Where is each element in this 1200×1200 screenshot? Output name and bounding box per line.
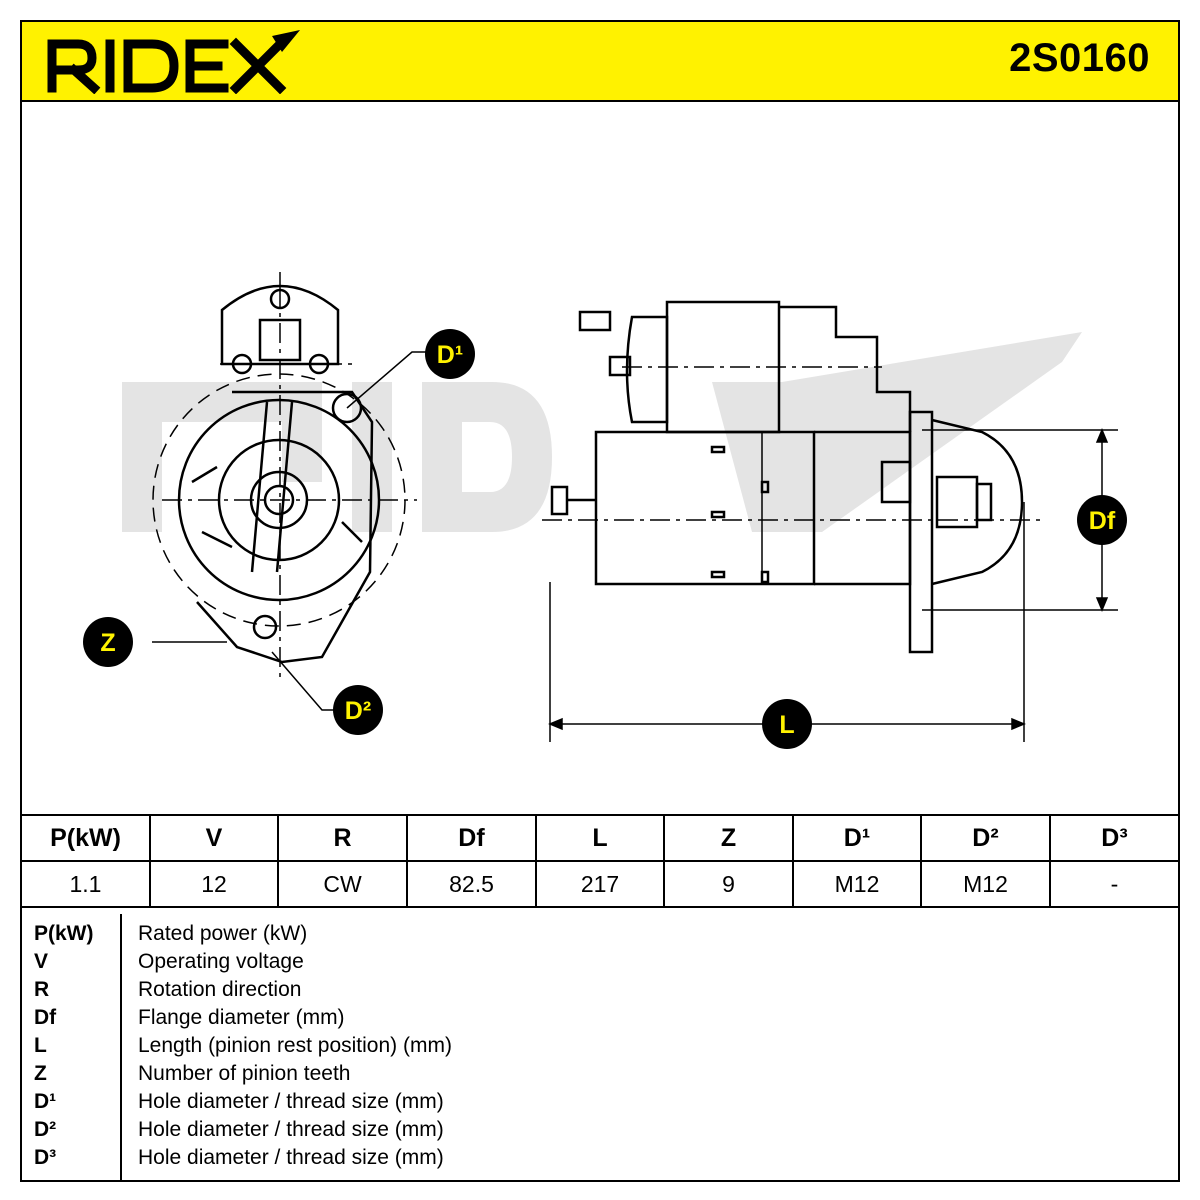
legend-row: P(kW) Rated power (kW): [22, 922, 1178, 950]
spec-header-row: P(kW) V R Df L Z D¹ D² D³: [22, 814, 1178, 862]
spec-header: Df: [406, 814, 537, 862]
legend-desc: Rated power (kW): [138, 922, 308, 945]
spec-value: M12: [920, 860, 1051, 908]
legend-row: Z Number of pinion teeth: [22, 1062, 1178, 1090]
spec-value-row: 1.1 12 CW 82.5 217 9 M12 M12 -: [22, 860, 1178, 908]
legend-key: D³: [34, 1146, 57, 1169]
spec-header: Z: [663, 814, 794, 862]
svg-text:Df: Df: [1089, 507, 1116, 535]
front-view: [152, 272, 417, 682]
legend-key: D¹: [34, 1090, 57, 1113]
legend-key: P(kW): [34, 922, 94, 945]
technical-drawing: D¹ Z D² Df L: [83, 272, 1127, 749]
legend-desc: Hole diameter / thread size (mm): [138, 1146, 444, 1169]
spec-value: 12: [149, 860, 279, 908]
legend-key: V: [34, 950, 49, 973]
legend-row: V Operating voltage: [22, 950, 1178, 978]
legend-desc: Rotation direction: [138, 978, 302, 1001]
spec-value: -: [1049, 860, 1178, 908]
legend-key: L: [34, 1034, 47, 1057]
spec-value: 82.5: [406, 860, 537, 908]
legend-desc: Number of pinion teeth: [138, 1062, 351, 1085]
legend-divider: [120, 914, 122, 1182]
svg-text:D²: D²: [345, 697, 371, 725]
side-view: [542, 300, 1042, 654]
callout-l: L: [762, 699, 812, 749]
callout-df: Df: [1077, 495, 1127, 545]
legend-row: Df Flange diameter (mm): [22, 1006, 1178, 1034]
spec-header: D³: [1049, 814, 1178, 862]
spec-value: 1.1: [22, 860, 151, 908]
legend-desc: Operating voltage: [138, 950, 304, 973]
legend: P(kW) Rated power (kW) V Operating volta…: [22, 914, 1178, 1182]
spec-value: 9: [663, 860, 794, 908]
legend-row: D³ Hole diameter / thread size (mm): [22, 1146, 1178, 1174]
legend-row: R Rotation direction: [22, 978, 1178, 1006]
spec-value: M12: [792, 860, 922, 908]
legend-desc: Hole diameter / thread size (mm): [138, 1118, 444, 1141]
legend-key: Z: [34, 1062, 47, 1085]
datasheet: 2S0160: [20, 20, 1180, 1182]
legend-row: D² Hole diameter / thread size (mm): [22, 1118, 1178, 1146]
spec-table: P(kW) V R Df L Z D¹ D² D³ 1.1 12 CW 82.5…: [22, 814, 1178, 908]
legend-desc: Length (pinion rest position) (mm): [138, 1034, 452, 1057]
legend-key: R: [34, 978, 50, 1001]
part-number: 2S0160: [1009, 36, 1150, 80]
legend-row: L Length (pinion rest position) (mm): [22, 1034, 1178, 1062]
spec-header: R: [277, 814, 408, 862]
spec-header: V: [149, 814, 279, 862]
spec-value: CW: [277, 860, 408, 908]
svg-text:L: L: [779, 711, 794, 739]
legend-key: D²: [34, 1118, 57, 1141]
legend-row: D¹ Hole diameter / thread size (mm): [22, 1090, 1178, 1118]
spec-header: L: [535, 814, 665, 862]
legend-key: Df: [34, 1006, 57, 1029]
header-bar: 2S0160: [22, 22, 1178, 102]
callout-d2: D²: [333, 685, 383, 735]
spec-value: 217: [535, 860, 665, 908]
svg-text:Z: Z: [100, 629, 115, 657]
spec-header: D¹: [792, 814, 922, 862]
callout-z: Z: [83, 617, 133, 667]
callout-d1: D¹: [425, 329, 475, 379]
legend-desc: Flange diameter (mm): [138, 1006, 345, 1029]
svg-text:D¹: D¹: [437, 341, 463, 369]
spec-header: P(kW): [22, 814, 151, 862]
legend-desc: Hole diameter / thread size (mm): [138, 1090, 444, 1113]
ridex-logo: [47, 30, 300, 94]
spec-header: D²: [920, 814, 1051, 862]
